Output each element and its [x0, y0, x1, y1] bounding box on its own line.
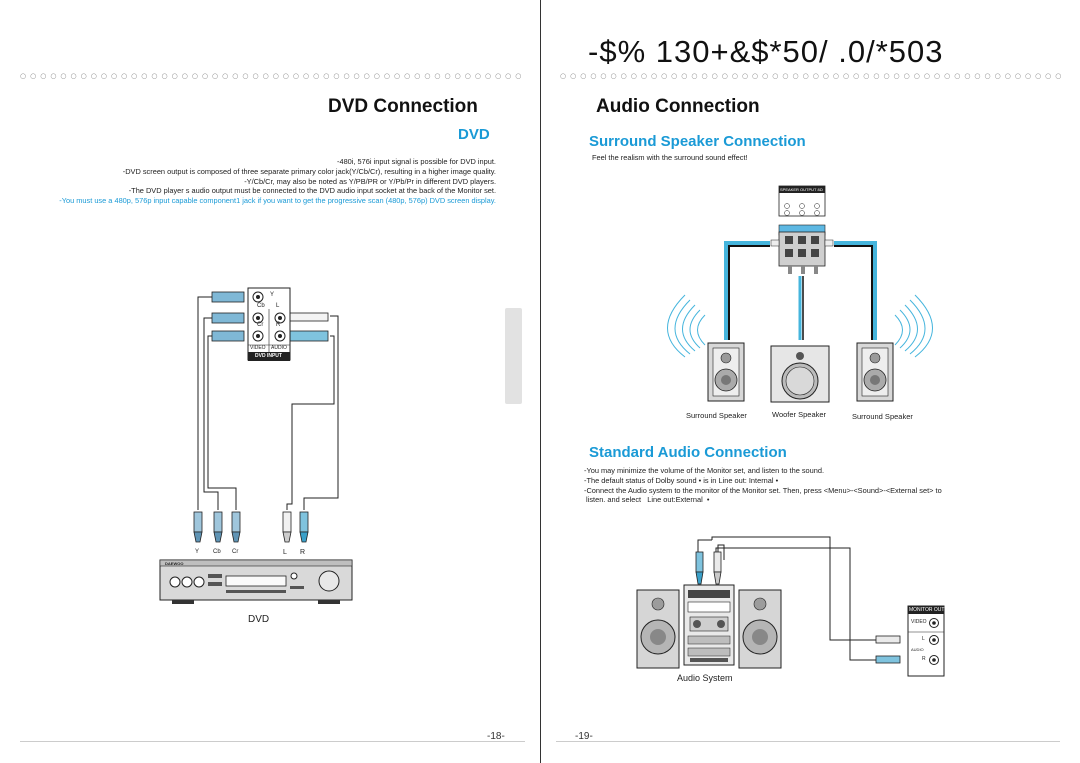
plug-label-l: L: [283, 549, 287, 556]
device-label-dvd: DVD: [248, 614, 270, 625]
section-title-surround: Surround Speaker Connection: [589, 133, 806, 150]
standard-para-1: -You may minimize the volume of the Moni…: [584, 466, 825, 475]
section-title-standard-audio: Standard Audio Connection: [589, 444, 787, 461]
surround-description: Feel the realism with the surround sound…: [592, 153, 748, 162]
dvd-description: -480i, 576i input signal is possible for…: [20, 157, 496, 206]
dvd-progressive-note: -You must use a 480p, 576p input capable…: [59, 196, 496, 206]
dotted-rule-right: ○○○○○○○○○○○○○○○○○○○○○○○○○○○○○○○○○○○○○○○○…: [560, 72, 1065, 80]
panel-label-cr: Cr: [257, 322, 264, 328]
panel-label-r: R: [276, 322, 281, 328]
dvd-para-2: -DVD screen output is composed of three …: [122, 166, 496, 176]
plug-label-cb: Cb: [213, 549, 221, 555]
woofer-speaker: [770, 345, 830, 403]
player-brand-logo: DAEWOO: [165, 561, 184, 566]
plug-label-cr: Cr: [232, 549, 239, 555]
dvd-para-3: -Y/Cb/Cr, may also be noted as Y/PB/PR o…: [244, 176, 496, 186]
device-label-audio-system: Audio System: [677, 673, 733, 683]
surround-speaker-left: [707, 342, 745, 402]
dotted-rule-left: ○○○○○○○○○○○○○○○○○○○○○○○○○○○○○○○○○○○○○○○○…: [20, 72, 525, 80]
page-title-dvd-connection: DVD Connection: [328, 96, 478, 117]
footer-rule-left: [20, 741, 525, 742]
speaker-label-right: Surround Speaker: [852, 412, 913, 421]
monitor-output-panel: [907, 605, 945, 677]
header-garbled-title: -$% 130+&$*50/ .0/*503: [588, 34, 944, 69]
dvd-connection-diagram: [159, 287, 353, 604]
speaker-terminal: [770, 185, 834, 274]
panel-label-audio: AUDIO: [271, 345, 287, 351]
panel-label-video: VIDEO: [250, 345, 266, 351]
plug-label-r: R: [300, 549, 306, 556]
footer-rule-right: [556, 741, 1060, 742]
side-tab: [505, 308, 522, 404]
speaker-label-woofer: Woofer Speaker: [772, 410, 827, 419]
dvd-para-1: -480i, 576i input signal is possible for…: [337, 157, 496, 166]
panel-label-y: Y: [270, 292, 275, 298]
dvd-player: [159, 559, 353, 604]
section-title-dvd: DVD: [458, 126, 490, 143]
monitor-panel-video: VIDEO: [911, 619, 927, 625]
page-number-left: -18-: [487, 731, 505, 742]
monitor-panel-r: R: [922, 656, 926, 662]
standard-para-4: listen. and select Line out:External •: [584, 495, 710, 505]
standard-audio-description: -You may minimize the volume of the Moni…: [584, 466, 1024, 505]
monitor-panel-audio: AUDIO: [911, 647, 924, 652]
page-divider: [540, 0, 541, 763]
monitor-panel-l: L: [922, 636, 925, 642]
standard-para-2: -The default status of Dolby sound • is …: [584, 475, 779, 485]
speaker-label-left: Surround Speaker: [686, 411, 747, 420]
panel-label-dvd-input: DVD INPUT: [255, 353, 282, 359]
panel-label-cb: Cb: [257, 303, 265, 309]
cable-y: [197, 296, 212, 510]
plug-label-y: Y: [195, 549, 200, 555]
terminal-header: SPEAKER OUTPUT 8Ω: [780, 187, 823, 192]
surround-speaker-right: [856, 342, 894, 402]
page-number-right: -19-: [575, 731, 593, 742]
panel-label-l: L: [276, 303, 280, 309]
dvd-para-4: -The DVD player s audio output must be c…: [128, 186, 496, 196]
standard-para-3: -Connect the Audio system to the monitor…: [584, 485, 942, 495]
audio-system: [636, 584, 782, 669]
monitor-panel-title: MONITOR OUTPUT: [909, 607, 955, 613]
page-title-audio-connection: Audio Connection: [596, 96, 760, 117]
